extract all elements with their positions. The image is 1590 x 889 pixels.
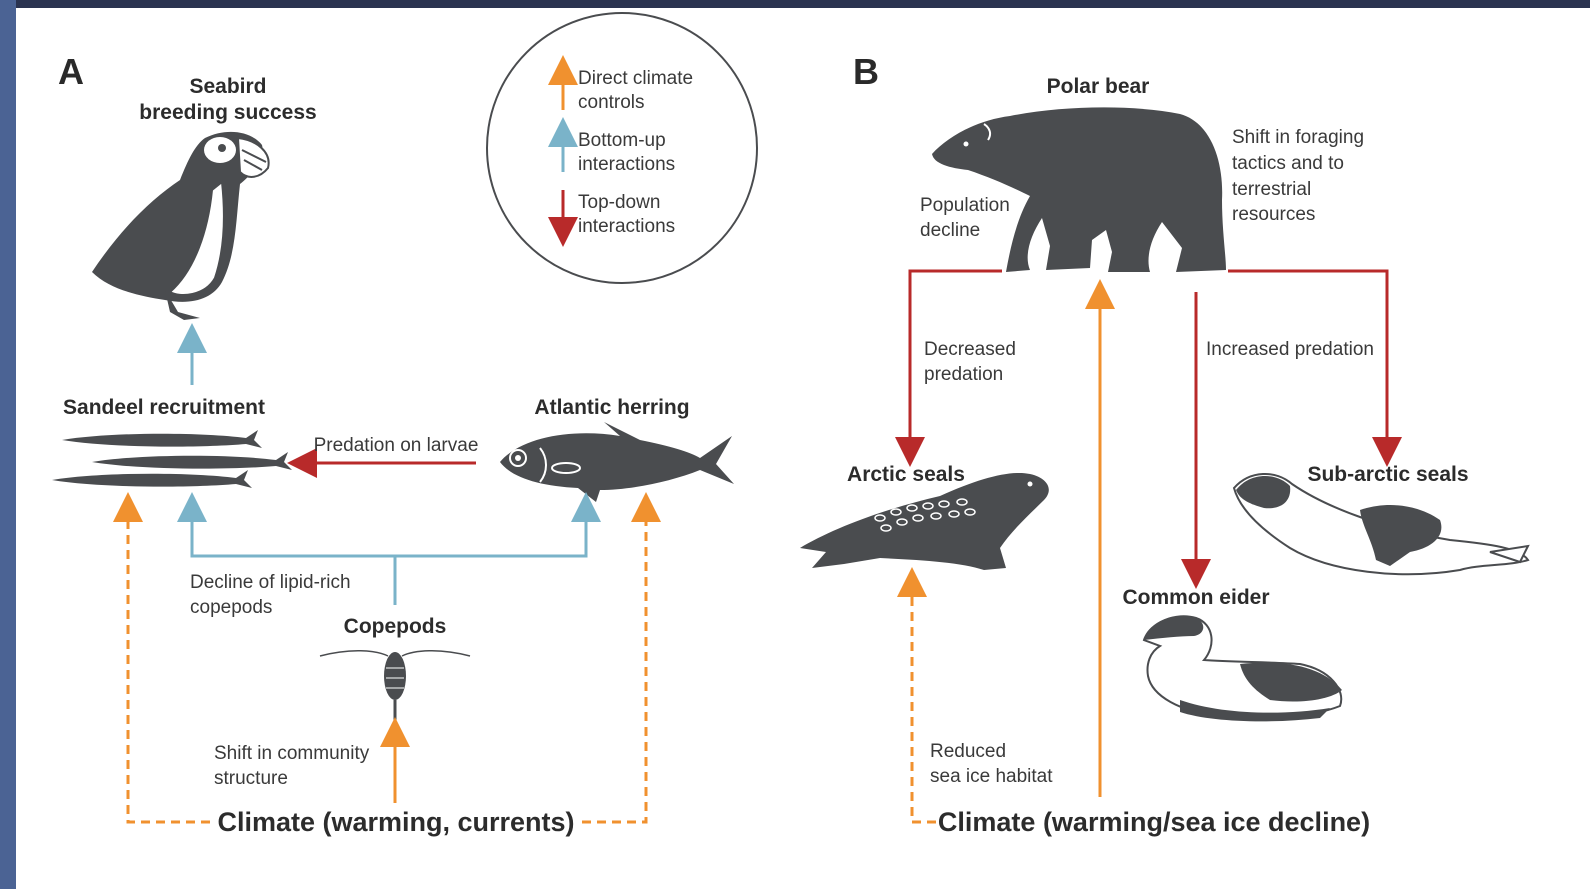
polar-bear-label: Polar bear	[1047, 75, 1150, 98]
legend-direct-line1: Direct climate	[578, 68, 693, 89]
shift-label-line1: Shift in community	[214, 743, 370, 764]
seabird-label-line1: Seabird	[189, 75, 266, 98]
foraging-label-line2: tactics and to	[1232, 153, 1344, 174]
herring-label: Atlantic herring	[534, 396, 689, 419]
decline-label-line2: copepods	[190, 597, 272, 618]
legend-topdown-line1: Top-down	[578, 192, 660, 213]
decline-label-line1: Decline of lipid-rich	[190, 572, 351, 593]
common-eider-label: Common eider	[1122, 586, 1269, 609]
foraging-label-line1: Shift in foraging	[1232, 127, 1364, 148]
legend-topdown-line2: interactions	[578, 216, 675, 237]
copepods-label: Copepods	[344, 615, 447, 638]
sandeel-label: Sandeel recruitment	[63, 396, 265, 419]
foraging-label-line4: resources	[1232, 204, 1315, 225]
climate-a-label: Climate (warming, currents)	[217, 807, 574, 837]
panel-b-letter: B	[853, 51, 879, 92]
increased-label: Increased predation	[1206, 339, 1374, 360]
shift-label-line2: structure	[214, 768, 288, 789]
panel-a-letter: A	[58, 51, 84, 92]
arctic-seals-label: Arctic seals	[847, 463, 965, 486]
decreased-label-line1: Decreased	[924, 339, 1016, 360]
climate-b-label: Climate (warming/sea ice decline)	[938, 807, 1370, 837]
seabird-label-line2: breeding success	[139, 101, 316, 124]
predation-larvae-label: Predation on larvae	[314, 435, 479, 456]
population-label-line2: decline	[920, 220, 980, 241]
reduced-label-line2: sea ice habitat	[930, 766, 1053, 787]
decreased-label-line2: predation	[924, 364, 1003, 385]
legend-direct-line2: controls	[578, 92, 645, 113]
legend-bottomup-line1: Bottom-up	[578, 130, 666, 151]
reduced-label-line1: Reduced	[930, 741, 1006, 762]
foraging-label-line3: terrestrial	[1232, 179, 1311, 200]
legend-bottomup-line2: interactions	[578, 154, 675, 175]
population-label-line1: Population	[920, 195, 1010, 216]
subarctic-seals-label: Sub-arctic seals	[1307, 463, 1468, 486]
frame-left-band	[0, 0, 16, 889]
